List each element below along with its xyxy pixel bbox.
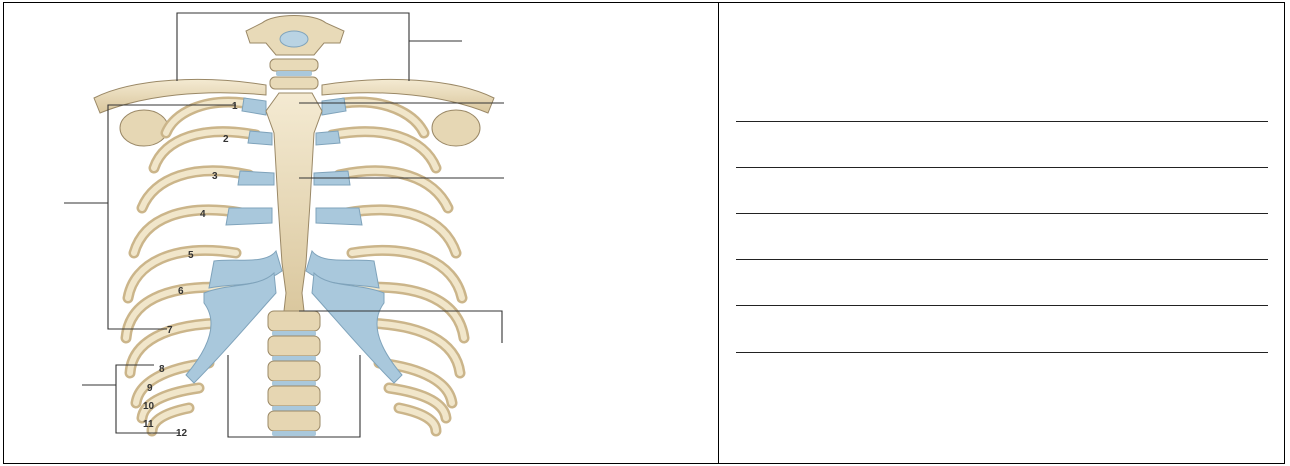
column-divider (718, 2, 719, 464)
answer-line-4[interactable] (736, 259, 1268, 260)
rib-number-10: 10 (143, 401, 155, 412)
rib-number-11: 11 (143, 419, 154, 430)
rib-number-6: 6 (178, 286, 184, 297)
answer-line-3[interactable] (736, 213, 1268, 214)
rib-number-1: 1 (232, 101, 238, 112)
left-shoulder (120, 110, 168, 146)
rib-number-2: 2 (223, 134, 229, 145)
answer-line-5[interactable] (736, 305, 1268, 306)
answer-line-2[interactable] (736, 167, 1268, 168)
thoracic-vertebrae (268, 311, 320, 436)
rib-cage-illustration: 1 2 3 4 5 6 7 8 9 10 11 12 (4, 3, 718, 463)
answer-line-6[interactable] (736, 352, 1268, 353)
rib-number-3: 3 (212, 171, 218, 182)
cervical-vertebrae (246, 16, 344, 90)
rib-number-5: 5 (188, 250, 194, 261)
answer-line-1[interactable] (736, 121, 1268, 122)
rib-number-8: 8 (159, 364, 165, 375)
rib-number-4: 4 (200, 209, 206, 220)
thoracic-cage-diagram: 1 2 3 4 5 6 7 8 9 10 11 12 (4, 3, 718, 463)
right-shoulder (432, 110, 480, 146)
rib-number-9: 9 (147, 383, 153, 394)
rib-number-7: 7 (167, 325, 173, 336)
